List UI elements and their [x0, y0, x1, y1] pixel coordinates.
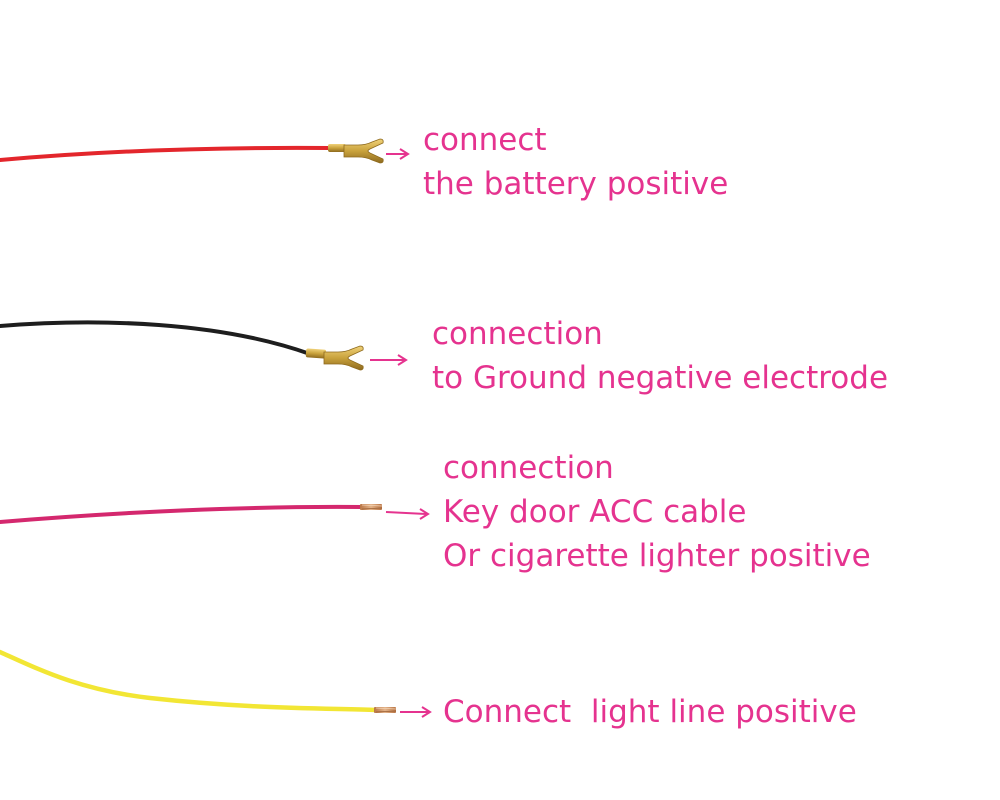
bare-copper-end-icon: [360, 504, 382, 510]
bare-copper-end-icon: [374, 707, 396, 713]
label-line: Key door ACC cable: [443, 490, 871, 534]
label-line: the battery positive: [423, 162, 728, 206]
pink-wire: [0, 507, 362, 522]
fork-terminal-icon: [306, 346, 364, 370]
arrow-right-icon: [386, 509, 428, 519]
black-wire-group: [0, 322, 406, 370]
arrow-right-icon: [400, 707, 430, 717]
label-line: connect: [423, 118, 728, 162]
label-line: connection: [432, 312, 888, 356]
black-wire: [0, 322, 310, 354]
red-wire: [0, 148, 330, 160]
fork-terminal-icon: [328, 139, 383, 163]
pink-wire-label: connection Key door ACC cable Or cigaret…: [443, 446, 871, 578]
pink-wire-group: [0, 504, 428, 522]
label-line: Connect light line positive: [443, 690, 857, 734]
label-line: Or cigarette lighter positive: [443, 534, 871, 578]
label-line: connection: [443, 446, 871, 490]
yellow-wire: [0, 652, 376, 710]
arrow-right-icon: [370, 355, 406, 365]
red-wire-group: [0, 139, 408, 163]
yellow-wire-group: [0, 652, 430, 717]
arrow-right-icon: [386, 149, 408, 159]
black-wire-label: connection to Ground negative electrode: [432, 312, 888, 400]
red-wire-label: connect the battery positive: [423, 118, 728, 206]
yellow-wire-label: Connect light line positive: [443, 690, 857, 734]
label-line: to Ground negative electrode: [432, 356, 888, 400]
